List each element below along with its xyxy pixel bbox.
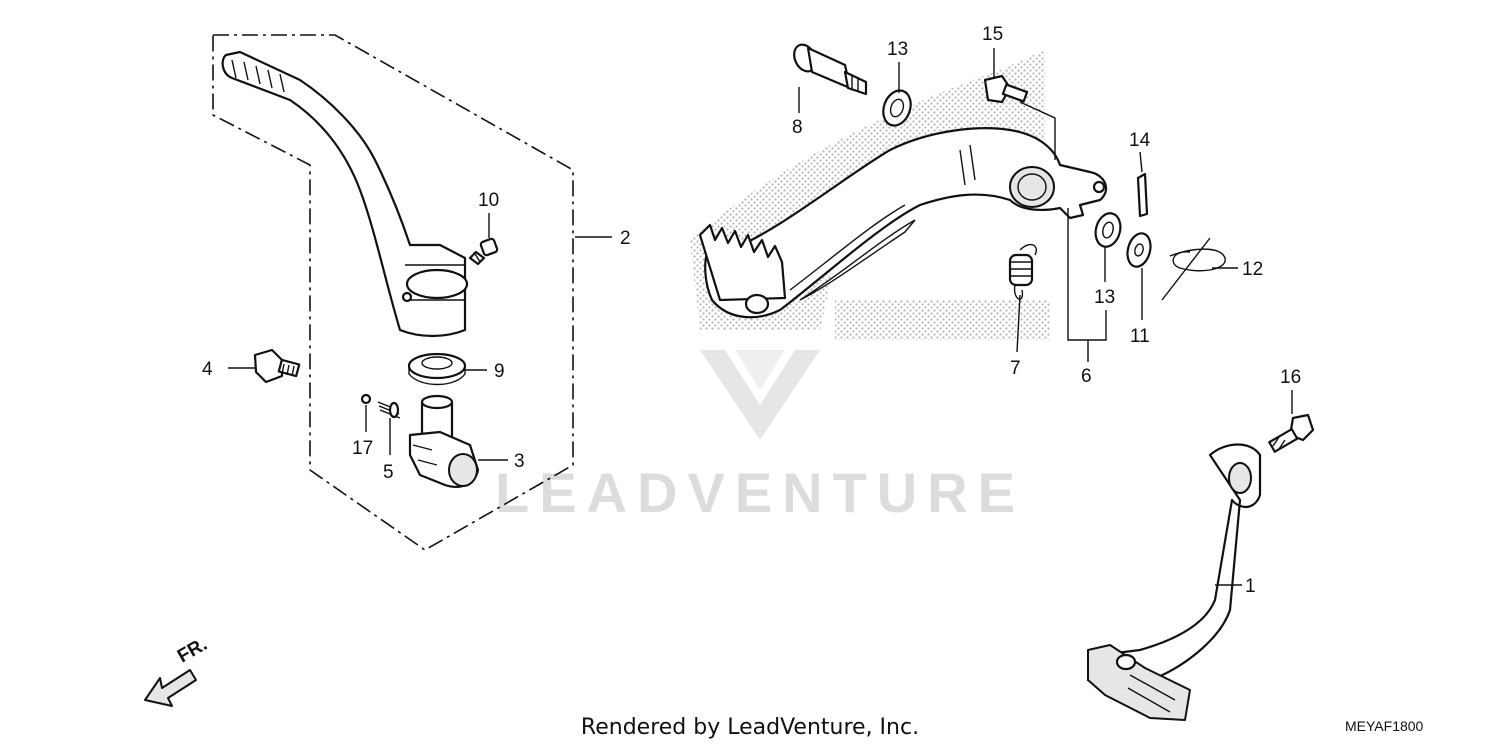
callout-15: 15 [982, 24, 1003, 45]
callout-2: 2 [620, 228, 631, 249]
callout-1: 1 [1245, 576, 1256, 597]
bolt-16 [1268, 413, 1315, 453]
ball-17 [360, 393, 372, 405]
spring-5 [377, 401, 401, 419]
callout-7: 7 [1010, 358, 1021, 379]
callout-17: 17 [352, 438, 373, 459]
callout-9: 9 [494, 361, 505, 382]
callout-numbers: 1 2 3 4 5 6 7 8 9 10 11 12 13 13 14 15 1… [202, 24, 1301, 597]
callout-4: 4 [202, 359, 213, 380]
callout-8: 8 [792, 117, 803, 138]
watermark-text: LEADVENTURE [495, 461, 1025, 524]
cotter-pin-14 [1136, 172, 1149, 218]
bolt-4 [253, 348, 301, 384]
callout-11: 11 [1130, 326, 1150, 347]
rendered-by-credit: Rendered by LeadVenture, Inc. [580, 715, 920, 740]
callout-13-upper: 13 [887, 39, 908, 60]
callout-12: 12 [1242, 259, 1263, 280]
kick-starter-boss [408, 394, 480, 488]
leadventure-watermark: LEADVENTURE [495, 350, 1025, 524]
callout-5: 5 [383, 462, 394, 483]
bolt-15 [983, 74, 1029, 104]
bolt-10 [468, 237, 499, 266]
front-direction-marker: FR. [144, 634, 211, 707]
seal-13-upper [882, 89, 912, 127]
callout-16: 16 [1280, 367, 1301, 388]
leader-lines [228, 48, 1293, 586]
callout-14: 14 [1129, 130, 1151, 151]
callout-13-lower: 13 [1094, 287, 1115, 308]
gearshift-pedal [1086, 443, 1262, 721]
diagram-code: MEYAF1800 [1345, 718, 1424, 734]
return-spring-7 [1008, 243, 1037, 300]
kick-starter-assembly-boundary [212, 34, 574, 551]
seal-9 [407, 352, 467, 386]
kick-starter-arm [221, 50, 469, 338]
direction-label: FR. [174, 634, 211, 667]
washer-11 [1126, 232, 1152, 268]
seal-13-lower [1094, 212, 1122, 248]
callout-10: 10 [478, 190, 499, 211]
brake-pedal [698, 127, 1108, 319]
snap-clip-12 [1161, 237, 1226, 301]
pivot-bolt-8 [793, 43, 868, 96]
callout-3: 3 [514, 451, 525, 472]
callout-6: 6 [1081, 366, 1092, 387]
